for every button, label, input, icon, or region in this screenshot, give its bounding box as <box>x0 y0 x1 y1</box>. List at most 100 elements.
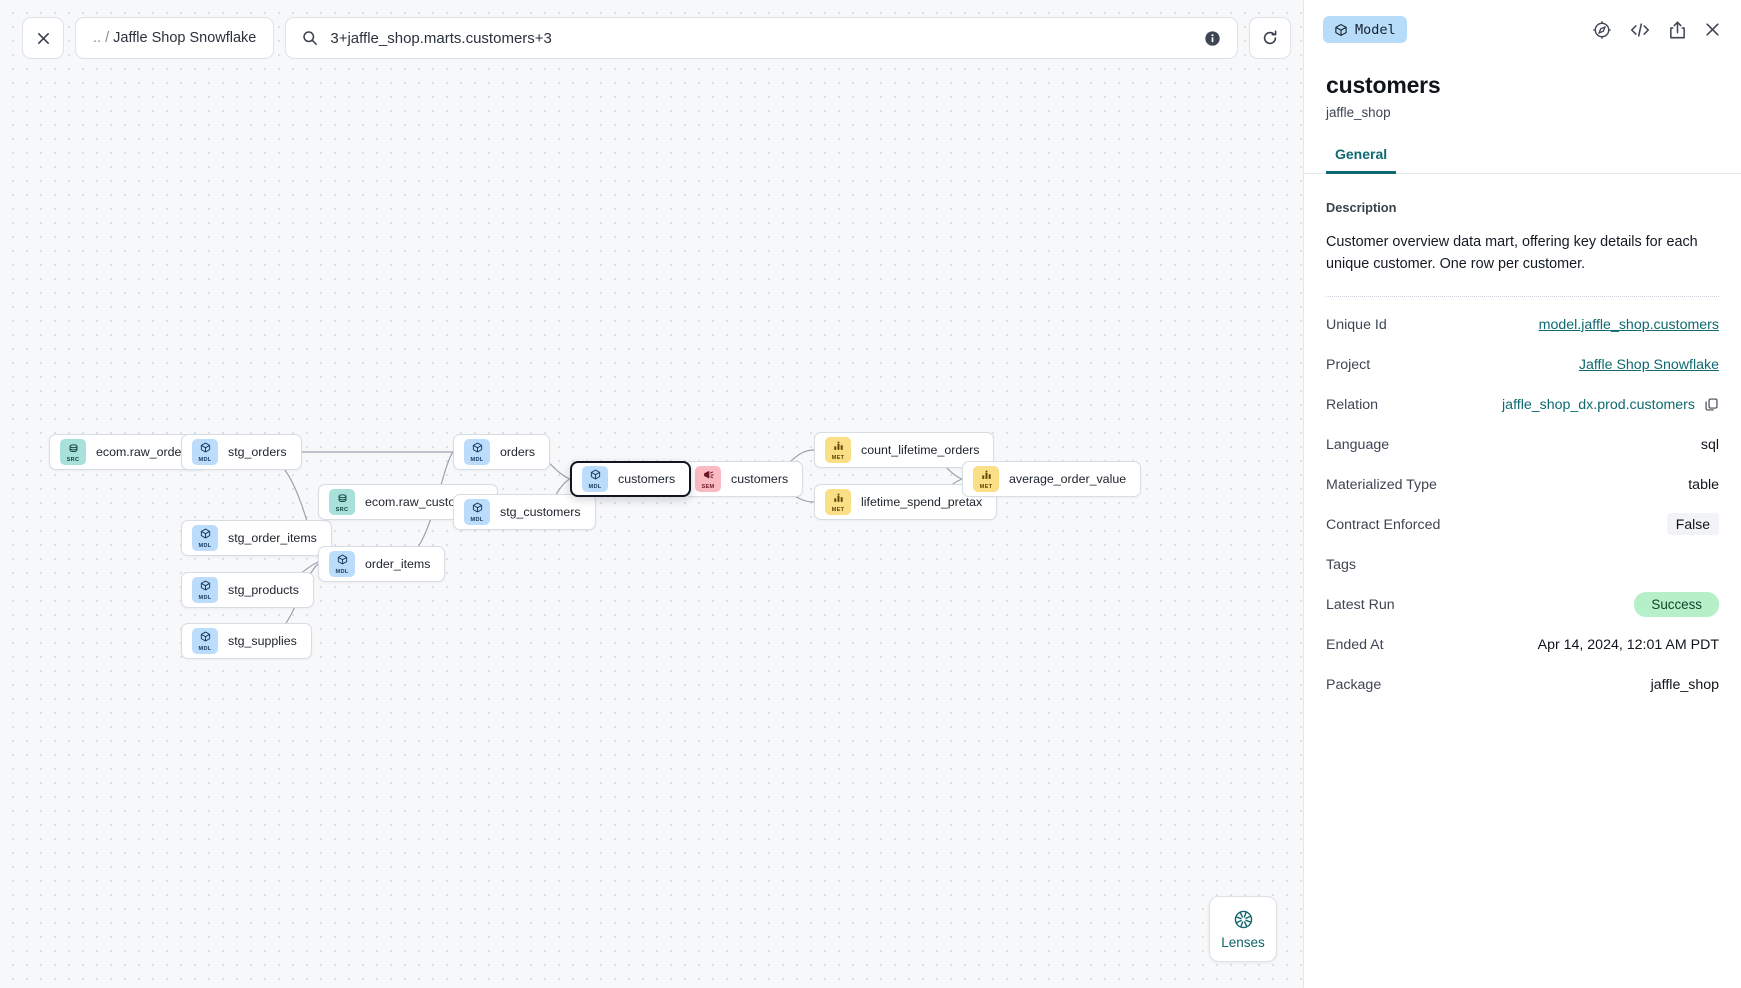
row-contract-enforced: Contract Enforced False <box>1326 505 1719 545</box>
met-badge-icon: MET <box>973 466 999 492</box>
row-materialized-type: Materialized Type table <box>1326 465 1719 505</box>
tab-general[interactable]: General <box>1326 146 1397 174</box>
graph-node-label: orders <box>500 445 536 459</box>
lineage-canvas[interactable]: .. / Jaffle Shop Snowflake 3+jaffle_shop… <box>0 0 1303 988</box>
graph-node-ecom_raw_orders[interactable]: SRC ecom.raw_orders <box>49 434 207 470</box>
row-label: Contract Enforced <box>1326 516 1441 533</box>
graph-node-label: customers <box>731 472 789 486</box>
row-unique-id: Unique Id model.jaffle_shop.customers <box>1326 305 1719 345</box>
mdl-badge-icon: MDL <box>582 466 608 492</box>
met-badge-icon: MET <box>825 489 851 515</box>
graph-node-label: count_lifetime_orders <box>861 443 980 457</box>
graph-node-average_order_value[interactable]: MET average_order_value <box>962 461 1142 497</box>
graph-node-label: ecom.raw_orders <box>96 445 192 459</box>
close-icon <box>37 32 49 44</box>
contract-value-wrap: False <box>1666 513 1719 536</box>
info-icon[interactable] <box>1204 30 1221 47</box>
graph-node-stg_customers[interactable]: MDL stg_customers <box>453 494 596 530</box>
graph-node-label: stg_order_items <box>228 531 317 545</box>
divider <box>1326 295 1719 297</box>
details-tabs: General <box>1304 146 1741 174</box>
breadcrumb-prefix: .. / <box>93 30 110 46</box>
mdl-badge-icon: MDL <box>192 577 218 603</box>
package-value: jaffle_shop <box>1650 676 1719 693</box>
graph-node-label: order_items <box>365 557 431 571</box>
row-label: Relation <box>1326 396 1379 413</box>
description-heading: Description <box>1326 200 1397 215</box>
description-text: Customer overview data mart, offering ke… <box>1326 234 1698 273</box>
row-label: Materialized Type <box>1326 476 1437 493</box>
status-badge: Success <box>1634 591 1719 617</box>
compass-icon[interactable] <box>1592 20 1612 40</box>
details-panel-header: Model <box>1304 0 1741 59</box>
lenses-label: Lenses <box>1221 934 1265 950</box>
graph-node-stg_orders[interactable]: MDL stg_orders <box>181 434 302 470</box>
row-label: Ended At <box>1326 636 1384 653</box>
materialized-value: table <box>1688 476 1719 493</box>
graph-node-label: stg_orders <box>228 445 287 459</box>
graph-node-stg_products[interactable]: MDL stg_products <box>181 572 314 608</box>
relation-value: jaffle_shop_dx.prod.customers <box>1502 396 1695 413</box>
mdl-badge-icon: MDL <box>464 499 490 525</box>
row-ended-at: Ended At Apr 14, 2024, 12:01 AM PDT <box>1326 625 1719 665</box>
refresh-button[interactable] <box>1249 17 1292 59</box>
graph-node-count_lifetime_orders[interactable]: MET count_lifetime_orders <box>814 432 995 468</box>
project-link[interactable]: Jaffle Shop Snowflake <box>1578 356 1719 373</box>
graph-node-label: stg_products <box>228 583 299 597</box>
details-panel: Model <box>1303 0 1741 988</box>
graph-node-label: average_order_value <box>1009 472 1127 486</box>
language-value: sql <box>1700 436 1719 453</box>
lenses-button[interactable]: Lenses <box>1209 896 1277 962</box>
unique-id-link[interactable]: model.jaffle_shop.customers <box>1538 316 1719 333</box>
graph-node-customers_model[interactable]: MDL customers <box>570 461 692 497</box>
details-panel-title-block: customers jaffle_shop <box>1304 59 1741 120</box>
breadcrumb[interactable]: .. / Jaffle Shop Snowflake <box>75 17 275 59</box>
mdl-badge-icon: MDL <box>192 628 218 654</box>
code-icon[interactable] <box>1629 20 1651 40</box>
cube-icon <box>1335 23 1347 36</box>
mdl-badge-icon: MDL <box>192 525 218 551</box>
graph-node-stg_order_items[interactable]: MDL stg_order_items <box>181 520 332 556</box>
src-badge-icon: SRC <box>60 439 86 465</box>
row-project: Project Jaffle Shop Snowflake <box>1326 345 1719 385</box>
row-language: Language sql <box>1326 425 1719 465</box>
met-badge-icon: MET <box>825 437 851 463</box>
ended-at-value: Apr 14, 2024, 12:01 AM PDT <box>1537 636 1719 653</box>
refresh-icon <box>1264 30 1277 45</box>
row-label: Project <box>1326 356 1371 373</box>
row-relation: Relation jaffle_shop_dx.prod.customers <box>1326 385 1719 425</box>
copy-icon[interactable] <box>1704 397 1719 412</box>
row-label: Tags <box>1326 556 1356 573</box>
search-input[interactable]: 3+jaffle_shop.marts.customers+3 <box>285 17 1239 59</box>
graph-node-order_items[interactable]: MDL order_items <box>318 546 446 582</box>
page-title: customers <box>1326 72 1441 98</box>
mdl-badge-icon: MDL <box>192 439 218 465</box>
row-tags: Tags <box>1326 545 1719 585</box>
row-label: Package <box>1326 676 1382 693</box>
contract-value: False <box>1666 513 1719 536</box>
graph-node-label: stg_supplies <box>228 634 297 648</box>
mdl-badge-icon: MDL <box>464 439 490 465</box>
relation-value-wrap: jaffle_shop_dx.prod.customers <box>1502 397 1719 413</box>
row-label: Language <box>1326 436 1390 453</box>
row-label: Latest Run <box>1326 596 1395 613</box>
graph-node-stg_supplies[interactable]: MDL stg_supplies <box>181 623 312 659</box>
mdl-badge-icon: MDL <box>329 551 355 577</box>
row-latest-run: Latest Run Success <box>1326 585 1719 625</box>
panel-actions <box>1592 20 1721 40</box>
close-lineage-button[interactable] <box>22 17 64 59</box>
close-icon[interactable] <box>1704 21 1721 38</box>
row-label: Unique Id <box>1326 316 1387 333</box>
graph-node-orders[interactable]: MDL orders <box>453 434 551 470</box>
search-icon <box>302 30 318 46</box>
share-icon[interactable] <box>1668 20 1687 40</box>
page-subtitle: jaffle_shop <box>1326 105 1391 120</box>
row-package: Package jaffle_shop <box>1326 665 1719 705</box>
node-type-badge: Model <box>1323 16 1407 43</box>
graph-node-label: stg_customers <box>500 505 581 519</box>
graph-node-label: customers <box>618 472 676 486</box>
